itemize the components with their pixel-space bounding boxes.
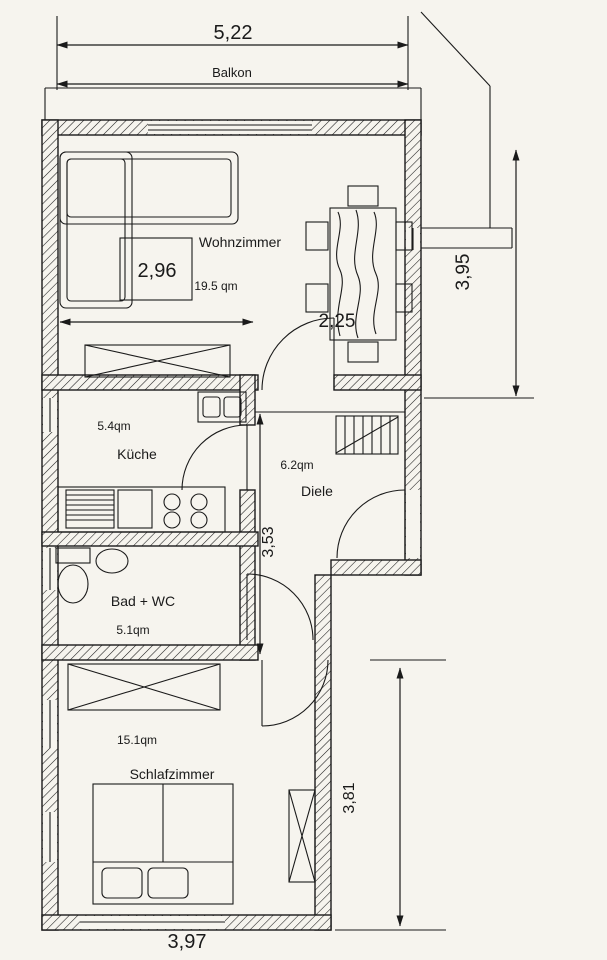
wall-kitchen-bath (41, 531, 259, 547)
wall-living-hall-stub (333, 374, 422, 391)
area-schlafzimmer: 15.1qm (117, 733, 157, 747)
balcony-outline (44, 11, 513, 249)
area-kueche: 5.4qm (97, 419, 130, 433)
dim-right-height: 3,95 (453, 254, 474, 291)
construction-lines (255, 397, 534, 931)
chair (347, 185, 379, 207)
door-bedroom (261, 659, 329, 727)
wall-kitchen-hall-upper (239, 374, 256, 426)
dim-living-width: 2,96 (138, 260, 177, 282)
kitchen-sink (197, 391, 247, 423)
chair (347, 341, 379, 363)
label-balkon: Balkon (212, 65, 252, 80)
dim-balcony-width: 5,22 (214, 22, 253, 44)
dim-hall-height: 3,53 (260, 526, 277, 557)
cabinet (117, 489, 153, 529)
label-kueche: Küche (117, 446, 157, 462)
wall-right-lower (314, 574, 332, 931)
balcony-dimension: 5,22 Balkon (56, 22, 409, 88)
chair (305, 221, 329, 251)
dimension-lines: 2,96 2,25 3,95 3,53 3,81 3,97 (59, 149, 520, 953)
kitchen-counter (57, 486, 226, 533)
area-diele: 6.2qm (280, 458, 313, 472)
label-schlafzimmer: Schlafzimmer (130, 766, 215, 782)
dim-bottom-width: 3,97 (168, 931, 207, 953)
chair (395, 283, 413, 313)
window-top-living (148, 121, 312, 134)
chair (395, 221, 413, 251)
pillow (147, 867, 189, 899)
dishwasher (65, 489, 115, 529)
chair (305, 283, 329, 313)
door-entrance (336, 489, 406, 559)
wall-living-kitchen (41, 374, 259, 391)
door-kitchen (181, 424, 248, 491)
washbasin (95, 548, 129, 574)
label-wohnzimmer: Wohnzimmer (199, 234, 282, 250)
area-bad: 5.1qm (116, 623, 149, 637)
pillow (101, 867, 143, 899)
label-diele: Diele (301, 483, 333, 499)
dim-bedroom-height: 3,81 (341, 782, 358, 813)
dim-dining-width: 2,25 (319, 311, 356, 332)
radiator (288, 789, 316, 883)
dining-table (305, 185, 413, 363)
wardrobe (67, 663, 221, 711)
windows (43, 121, 420, 929)
wall-bath-bedroom (41, 644, 259, 661)
opening-entrance (406, 490, 420, 558)
bed (92, 783, 234, 905)
stairs-icon (335, 415, 399, 455)
stove (163, 493, 208, 529)
wall-step (330, 559, 422, 576)
sofa (59, 151, 239, 309)
label-bad: Bad + WC (111, 593, 175, 609)
coffee-table (119, 237, 193, 301)
door-living (261, 317, 335, 391)
room-labels: Wohnzimmer 19.5 qm 5.4qm Küche 6.2qm Die… (97, 234, 333, 782)
door-bath (246, 573, 314, 641)
toilet (55, 547, 91, 604)
sideboard (84, 344, 231, 378)
wall-left (41, 119, 59, 931)
area-wohnzimmer: 19.5 qm (194, 279, 237, 293)
